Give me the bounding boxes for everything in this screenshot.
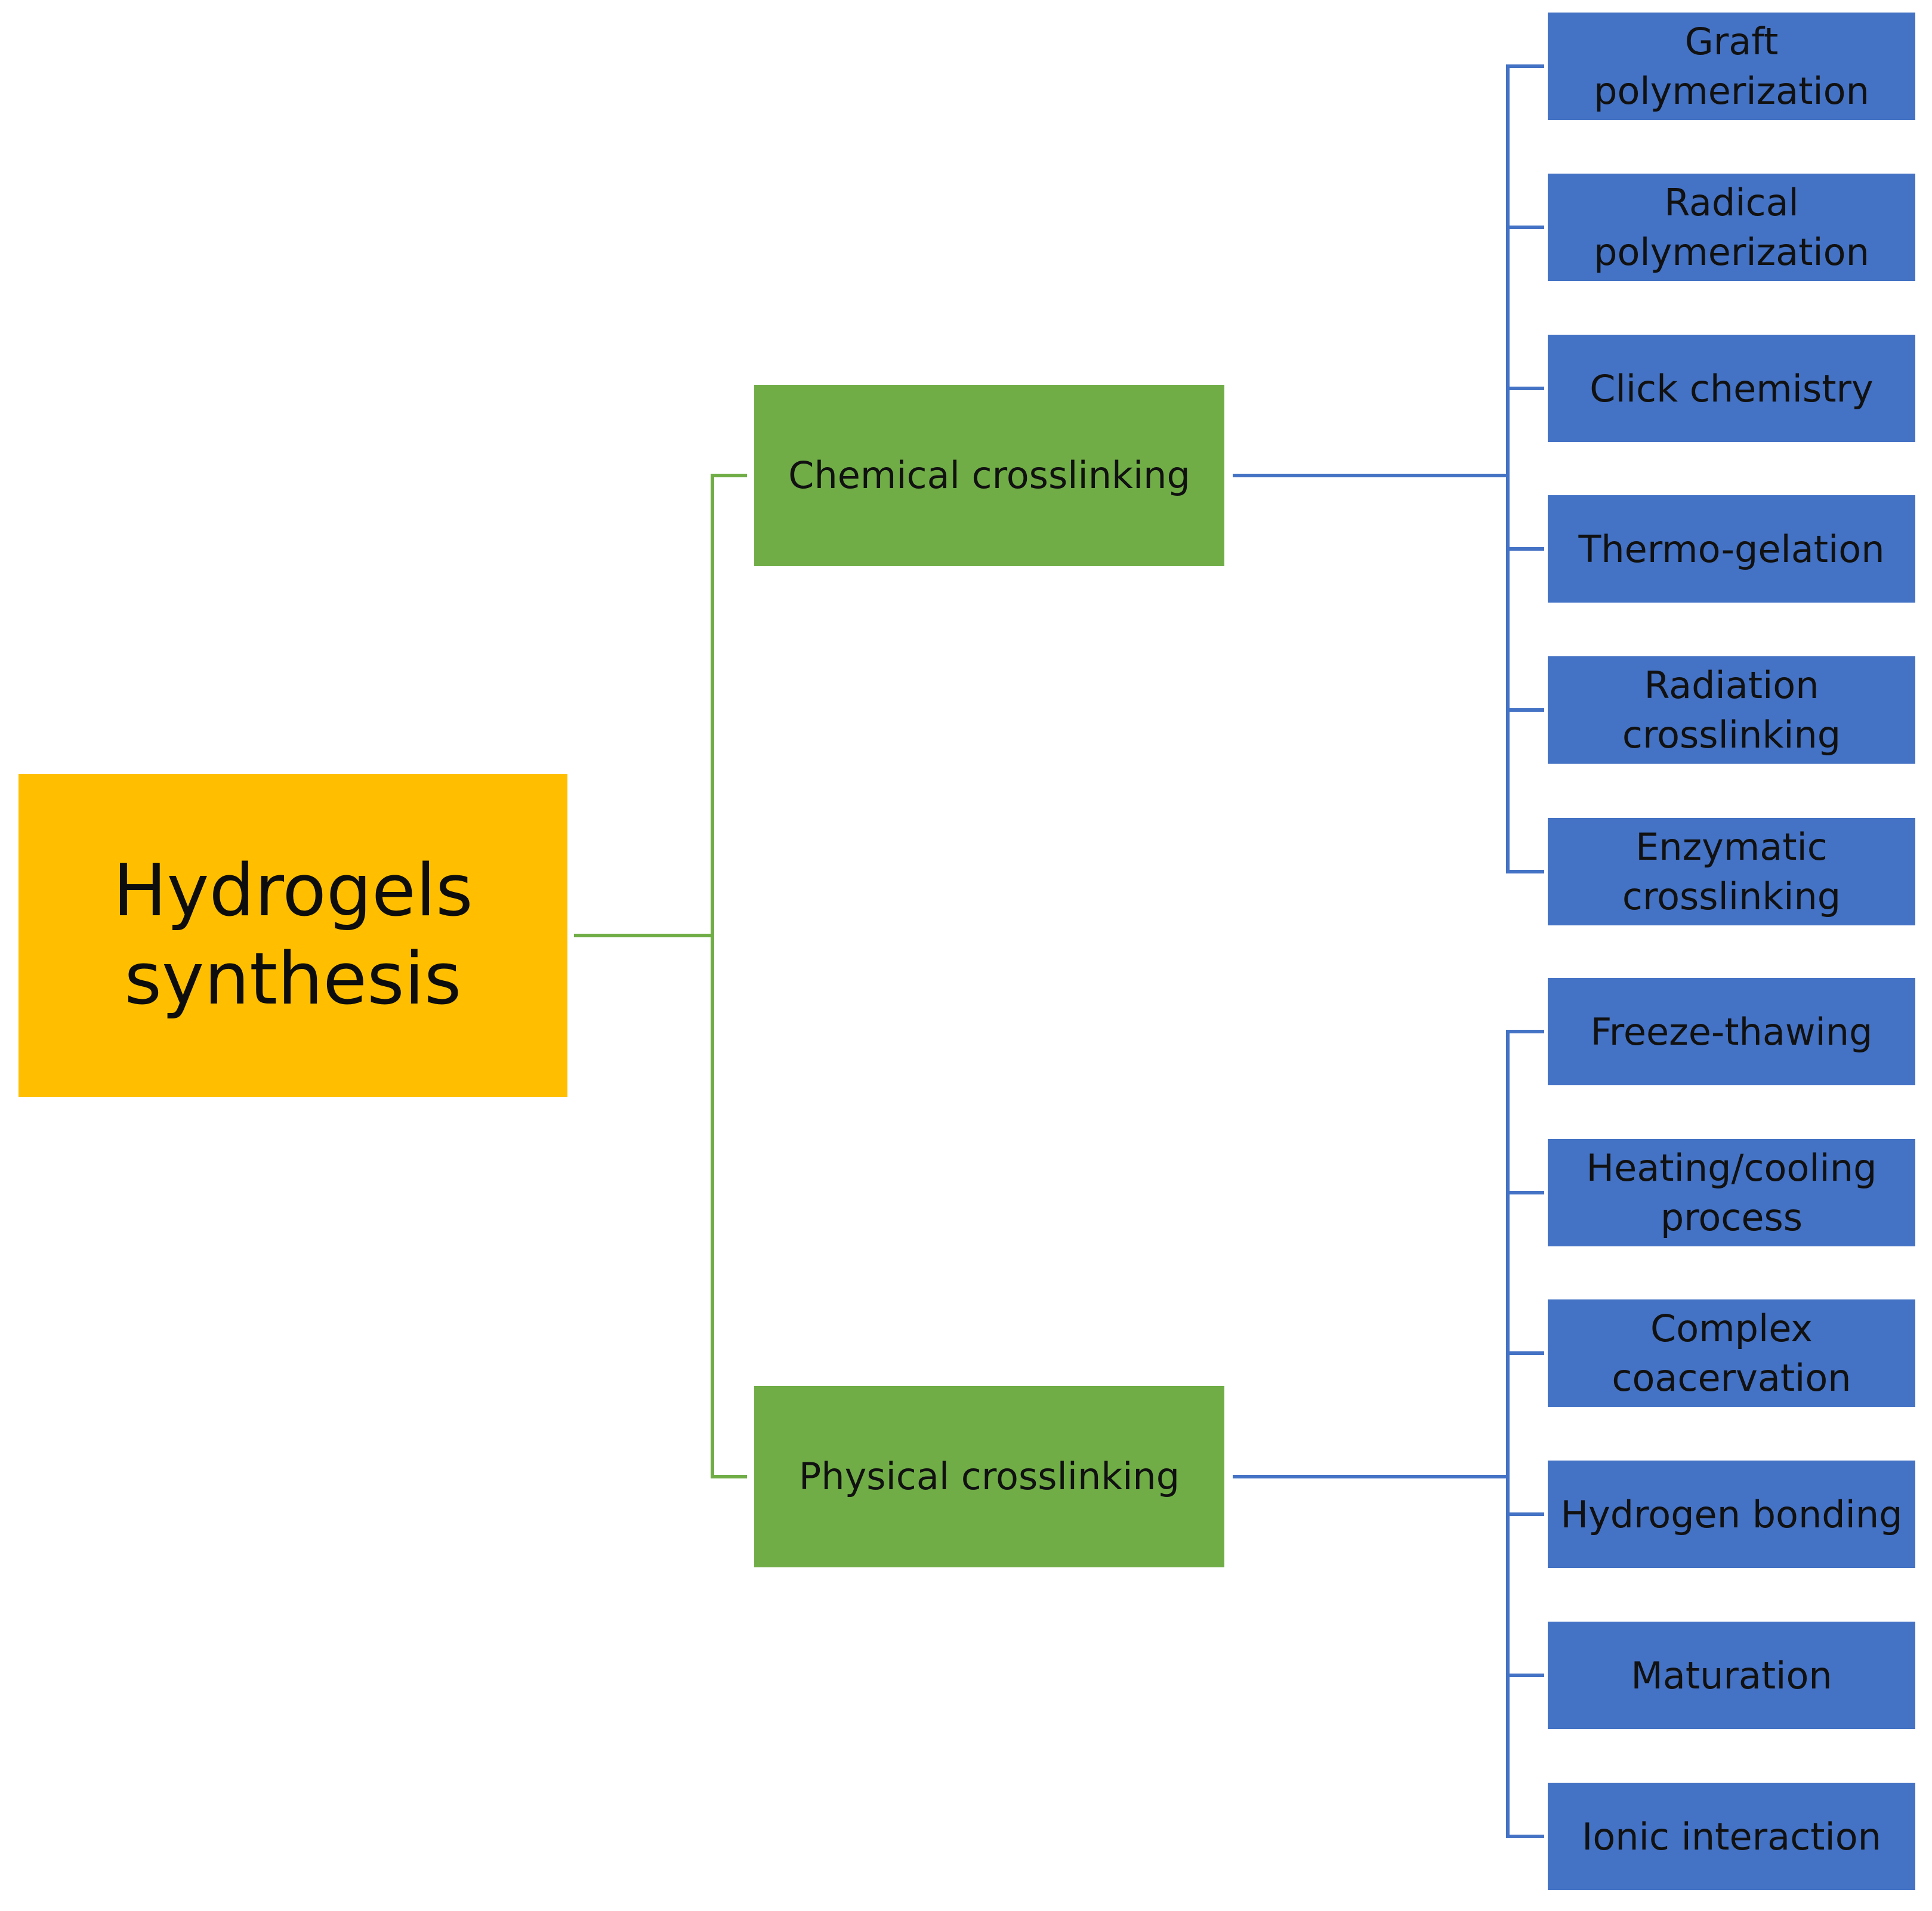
leaf-node-radical-polymerization: Radical polymerization — [1548, 174, 1915, 281]
leaf-node-freeze-thawing: Freeze-thawing — [1548, 978, 1915, 1085]
leaf-node-ionic-interaction: Ionic interaction — [1548, 1783, 1915, 1890]
leaf-node-heating-cooling-process: Heating/cooling process — [1548, 1139, 1915, 1246]
physical-connectors — [1233, 1030, 1544, 1838]
branch-node-physical-crosslinking: Physical crosslinking — [754, 1386, 1224, 1567]
leaf-node-complex-coacervation: Complex coacervation — [1548, 1299, 1915, 1407]
leaf-node-hydrogen-bonding: Hydrogen bonding — [1548, 1461, 1915, 1568]
leaf-node-click-chemistry: Click chemistry — [1548, 335, 1915, 442]
leaf-node-graft-polymerization: Graft polymerization — [1548, 13, 1915, 120]
leaf-node-maturation: Maturation — [1548, 1622, 1915, 1729]
branch-node-chemical-crosslinking: Chemical crosslinking — [754, 385, 1224, 566]
root-connectors — [574, 474, 747, 1478]
chemical-connectors — [1233, 64, 1544, 873]
root-node-hydrogels-synthesis: Hydrogels synthesis — [18, 774, 567, 1097]
leaf-node-thermo-gelation: Thermo-gelation — [1548, 495, 1915, 603]
leaf-node-radiation-crosslinking: Radiation crosslinking — [1548, 656, 1915, 764]
leaf-node-enzymatic-crosslinking: Enzymatic crosslinking — [1548, 818, 1915, 925]
